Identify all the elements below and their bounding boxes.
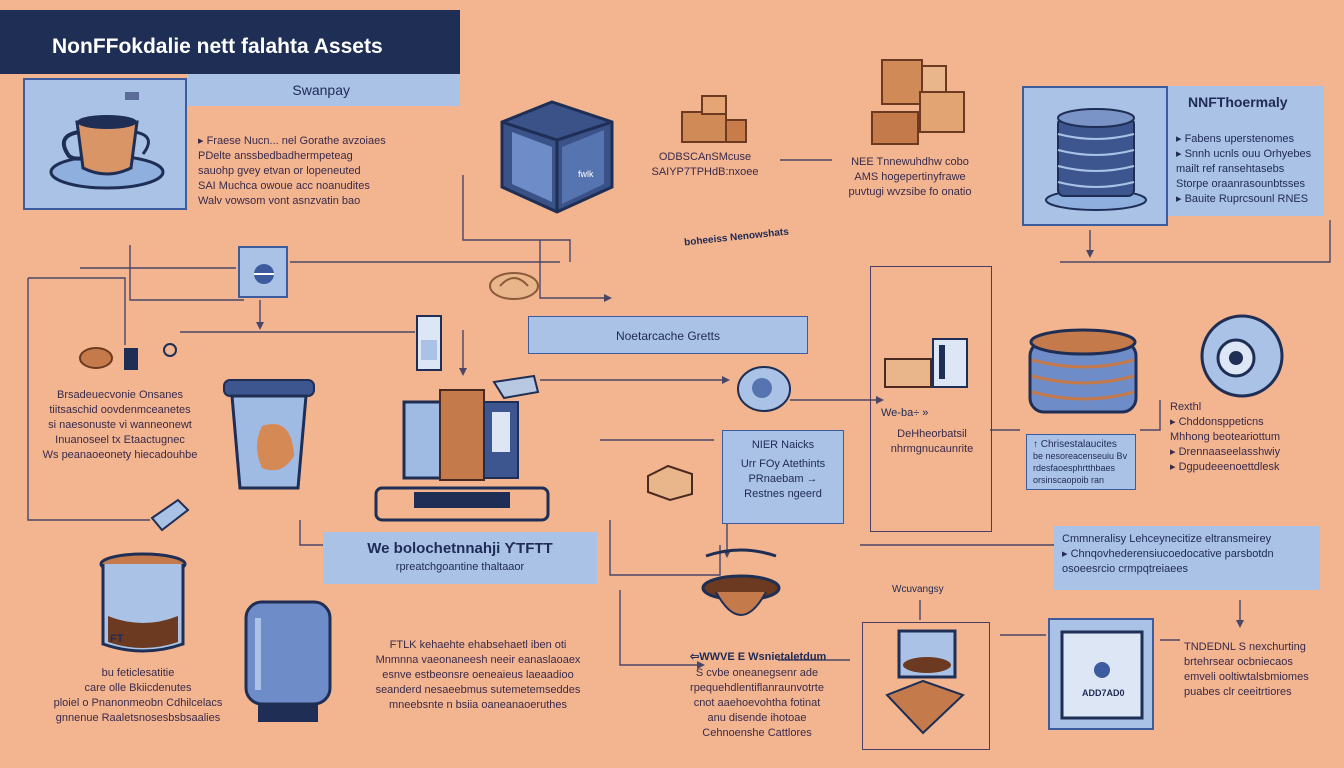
- cube-icon: fwlk: [500, 100, 614, 214]
- right-mid-title: ↑ Chrisestalaucites: [1033, 439, 1117, 450]
- device-code: ADD7AD0: [1082, 688, 1125, 698]
- gear-ring-icon: [737, 366, 791, 412]
- machine-icon: [374, 374, 550, 522]
- bottom-left-description: bu feticlesatitie care olle Bkiicdenutes…: [53, 667, 223, 724]
- document-icon: [150, 498, 190, 532]
- wave-title: ⇦WWVE E Wsnietaletdum: [690, 651, 827, 663]
- jar-icon: FT: [99, 552, 187, 653]
- connector-node: [238, 246, 288, 298]
- page-title: NonFFokdalie nett falahta Assets: [0, 10, 460, 74]
- mid-small-panel: NIER Naicks Urr FOy Atethints PRnaebam →…: [722, 430, 844, 524]
- small-box-icon: [647, 464, 693, 502]
- bottom-middle-description: FTLK kehaehte ehabsehaetl iben oti Mnmnn…: [375, 639, 581, 711]
- database-stack-icon: [1045, 108, 1147, 211]
- mid-small-text: Urr FOy Atethints PRnaebam → Restnes nge…: [740, 458, 826, 500]
- summary-label: Swanpay: [188, 74, 460, 106]
- right-top-title: NNFThoermaly: [1188, 94, 1288, 110]
- mid-banner: Noetarcache Gretts: [528, 316, 808, 354]
- boxes-icon: [681, 95, 747, 143]
- bottom-right-banner: Cmmneralisy Lehceynecitize eltransmeirey…: [1054, 526, 1320, 590]
- bottom-right-description: TNDEDNL S nexchurting brtehrsear ocbniec…: [1184, 641, 1309, 698]
- coin-stack-icon: [1028, 328, 1138, 414]
- wave-description: S cvbe oneanegsenr ade rpequehdlentiflan…: [690, 667, 824, 739]
- small-device-icon: [489, 272, 539, 300]
- mid-banner-label: Noetarcache Gretts: [615, 329, 721, 343]
- bottom-banner-title: We bolochetnnahji ϒTFTT: [367, 540, 553, 557]
- jar-label: FT: [110, 633, 124, 645]
- lantern-icon: [244, 600, 332, 722]
- right-mid-panel: ↑ Chrisestalaucites be nesoreacenseuiu B…: [1026, 434, 1136, 490]
- cube-tag: fwlk: [578, 169, 594, 179]
- top-middle-caption: ODBSCAnSMcuse SAIYP7TPHdB:nxoee: [651, 151, 759, 178]
- cup-icon: [223, 379, 315, 490]
- badge-label: Wcuvangsy: [892, 584, 944, 595]
- right-mid-description: Rexthl ▸ Chddonsppeticns Mhhong beoteari…: [1170, 401, 1281, 473]
- lamp-icon: [79, 343, 177, 370]
- bottom-banner: We bolochetnnahji ϒTFTT rpreatchgoantine…: [323, 532, 597, 584]
- coffee-cup-panel: [23, 78, 187, 210]
- warehouse-caption: DeHheorbatsil nhrmgnucaunrite: [890, 428, 974, 455]
- top-left-description: ▸ Fraese Nucn... nel Gorathe avzoiaes PD…: [198, 135, 386, 207]
- warehouse-label: We-ba÷ »: [881, 407, 929, 419]
- coffee-cup-icon: [49, 92, 165, 190]
- bowl-icon: [701, 548, 781, 616]
- database-panel: [1022, 86, 1168, 226]
- right-top-title-box: NNFThoermaly: [1168, 86, 1324, 120]
- stacked-boxes-icon: [871, 59, 965, 145]
- warehouse-frame: We-ba÷ » DeHheorbatsil nhrmgnucaunrite: [870, 266, 992, 532]
- device-screen-icon: [1060, 630, 1144, 720]
- bottom-banner-subtitle: rpreatchgoantine thaltaaor: [395, 561, 525, 573]
- scale-frame: [862, 622, 990, 750]
- right-top-description: ▸ Fabens uperstenomes ▸ Snnh ucnls ouu O…: [1168, 120, 1324, 216]
- mid-small-title: NIER Naicks: [751, 439, 815, 451]
- device-panel: ADD7AD0: [1048, 618, 1154, 730]
- left-middle-description: Brsadeuecvonie Onsanes tiitsaschid oovde…: [42, 389, 198, 461]
- right-mid-text: be nesoreacenseuiu Bv rdesfaoesphrtthbae…: [1033, 451, 1128, 485]
- node-icon: [254, 264, 274, 284]
- bottle-icon: [416, 315, 442, 371]
- warehouse-icon: [884, 338, 968, 388]
- top-boxes-caption: NEE Tnnewuhdhw cobo AMS hogepertinyfrawe…: [848, 156, 972, 198]
- camera-lens-icon: [1200, 314, 1284, 398]
- scale-icon: [885, 629, 965, 735]
